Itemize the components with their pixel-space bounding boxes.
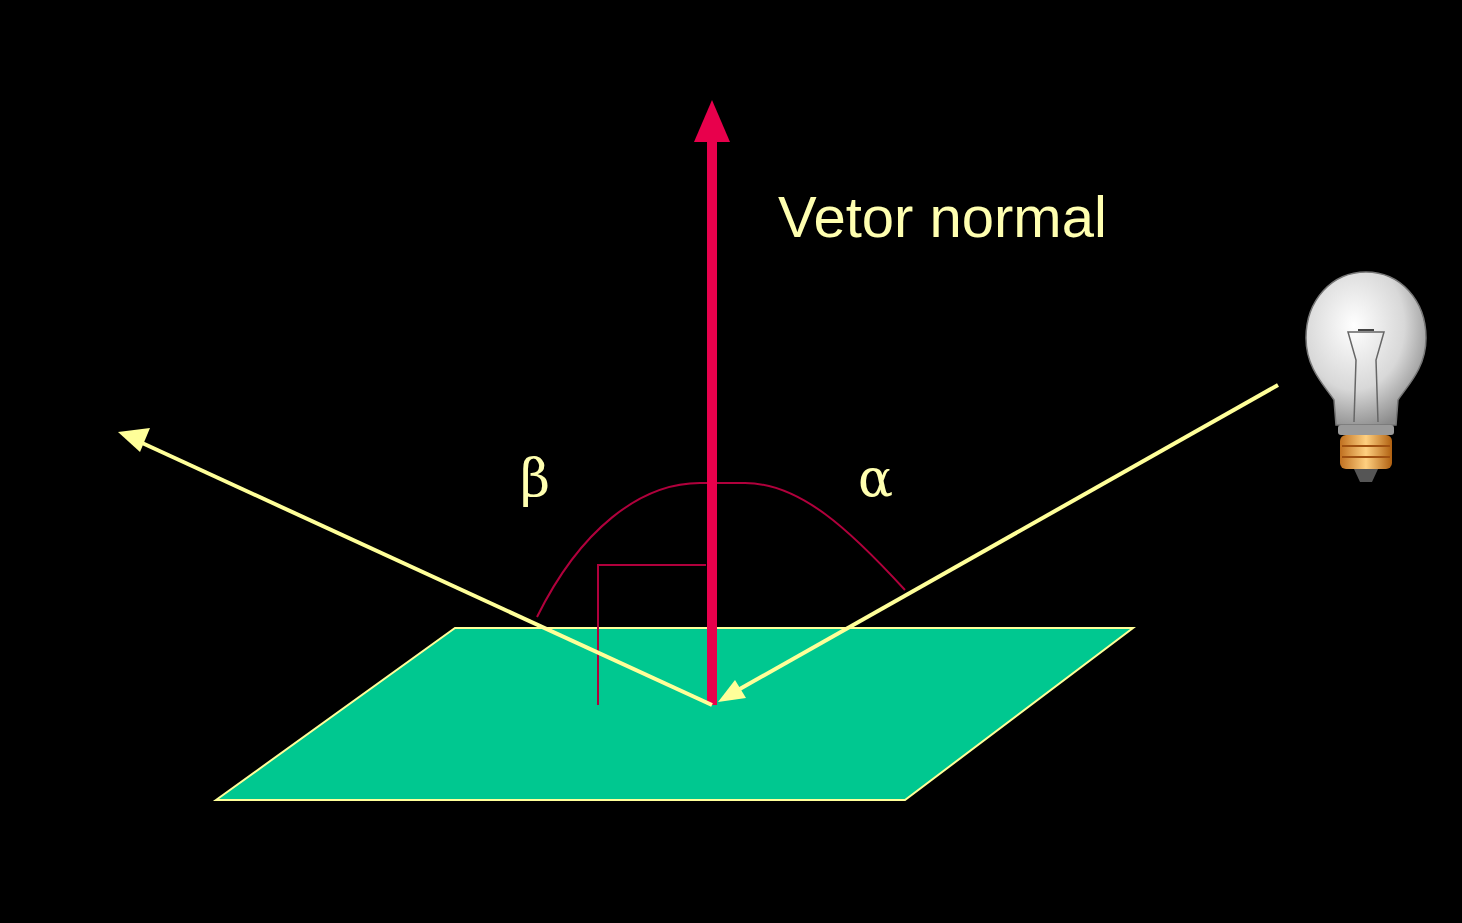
normal-vector xyxy=(707,138,717,705)
incident-ray xyxy=(738,385,1278,690)
normal-arrowhead xyxy=(694,100,730,142)
light-bulb xyxy=(1306,272,1426,482)
surface-plane xyxy=(216,628,1133,800)
angle-label: β xyxy=(520,452,550,504)
reflected-arrowhead xyxy=(118,428,150,452)
incident-arrowhead xyxy=(718,680,746,702)
reflected-ray xyxy=(140,442,712,705)
right-angle-mark xyxy=(598,565,706,705)
angle-arc xyxy=(537,483,905,617)
angle-label: α xyxy=(858,452,893,504)
vector-label: Vetor normal xyxy=(778,188,1107,246)
